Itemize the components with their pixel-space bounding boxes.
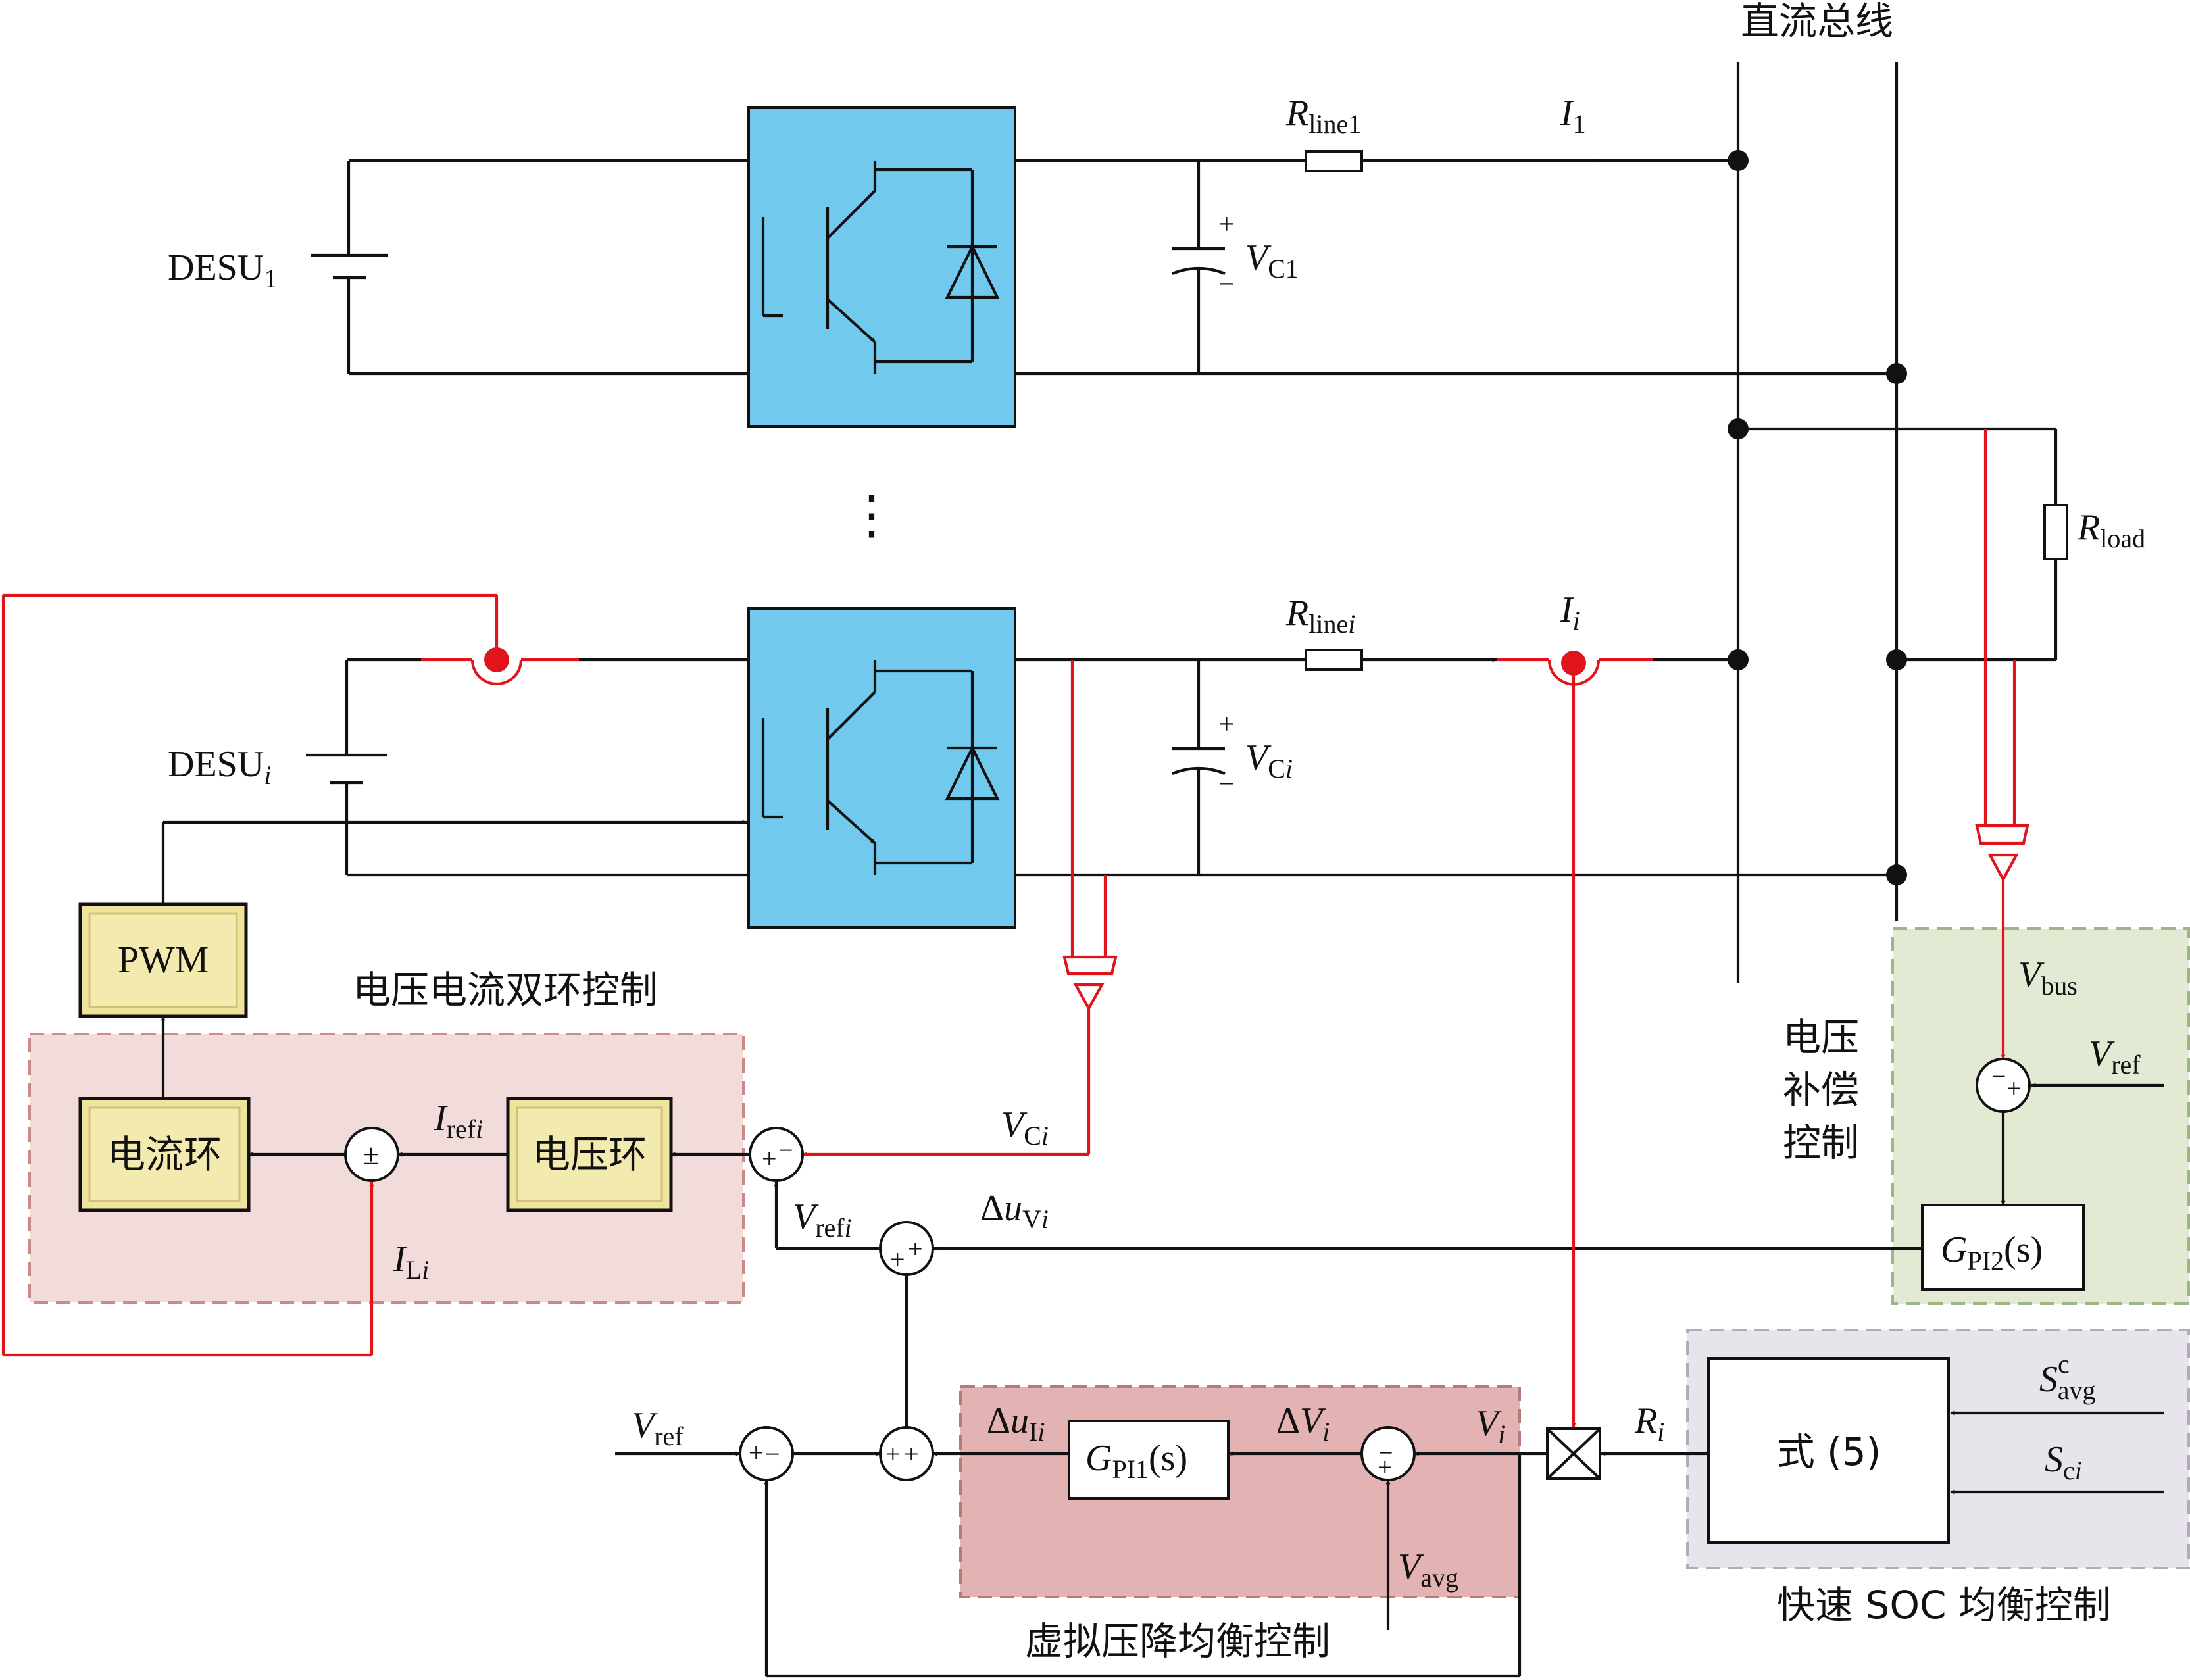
gpi1-label: GPI1(s)	[1085, 1438, 1187, 1484]
vbus-sensor	[1975, 429, 2029, 1060]
sum-mid-plus-a: +	[885, 1439, 901, 1469]
eq5-block	[1707, 1357, 1950, 1544]
sum-vrefi-plus-b: +	[908, 1234, 923, 1264]
capacitor-c1	[1172, 161, 1226, 374]
ellipsis: ⋮	[845, 487, 898, 545]
vavg-label: Vavg	[1398, 1546, 1458, 1593]
rline1-resistor	[1305, 150, 1363, 172]
region-virtual-drop	[959, 1385, 1521, 1598]
dual-loop-label: 电压电流双环控制	[353, 968, 658, 1012]
sum-voltage-plus: +	[762, 1144, 777, 1174]
current-loop-label: 电流环	[107, 1132, 222, 1177]
vref-right-label: Vref	[2089, 1033, 2141, 1079]
sum-voltage-minus: −	[778, 1135, 793, 1165]
sum-current-sign: ±	[363, 1139, 379, 1171]
eq5-label: 式 (5)	[1777, 1429, 1881, 1474]
c1-plus: +	[1218, 208, 1235, 240]
rload-label: Rload	[2077, 507, 2145, 553]
sum-left-minus: −	[765, 1439, 780, 1469]
sci-label: Sci	[2045, 1439, 2082, 1485]
vref-bottom-label: Vref	[632, 1405, 684, 1451]
desui-label: DESUi	[168, 744, 271, 790]
rload-resistor	[2043, 504, 2068, 560]
voltage-loop-bevel	[516, 1106, 663, 1202]
sum-mid-plus-b: +	[904, 1439, 919, 1469]
vc1-label: VC1	[1245, 237, 1299, 284]
sum-comp-plus: +	[2006, 1074, 2022, 1103]
c1-minus: −	[1218, 268, 1235, 300]
capacitor-ci	[1172, 660, 1226, 875]
i1-label: I1	[1560, 93, 1586, 139]
sum-comp-minus: −	[1991, 1062, 2006, 1091]
sum-dvi-plus: +	[1378, 1452, 1393, 1482]
node-bus-pos-1	[1728, 150, 1749, 171]
node-load-pos	[1728, 418, 1749, 439]
multiplier-cross-b	[1546, 1427, 1601, 1480]
duvi-label: ΔuVi	[980, 1188, 1049, 1234]
voltage-comp-label-1: 电压	[1783, 1015, 1859, 1060]
node-bus-pos-i	[1728, 649, 1749, 670]
duii-label: ΔuIi	[987, 1400, 1045, 1446]
dvi-label: ΔVi	[1276, 1400, 1330, 1446]
voltage-comp-label-3: 控制	[1783, 1120, 1859, 1165]
rlinei-resistor	[1305, 649, 1363, 671]
vbus-label: Vbus	[2018, 954, 2078, 1001]
node-bus-neg-i	[1886, 864, 1907, 885]
sum-dvi-minus: −	[1378, 1438, 1393, 1468]
ili-label: ILi	[393, 1239, 429, 1285]
current-sensor-arc	[470, 659, 523, 686]
sum-vrefi-plus-a: +	[890, 1245, 905, 1274]
gpi2-block	[1921, 1204, 2085, 1291]
voltage-loop-label: 电压环	[532, 1132, 647, 1177]
node-bus-neg-1	[1886, 363, 1907, 384]
gpi1-block	[1068, 1420, 1230, 1500]
virtual-drop-label: 虚拟压降均衡控制	[1025, 1619, 1330, 1664]
gpi2-label: GPI2(s)	[1941, 1229, 2043, 1275]
ci-minus: −	[1218, 768, 1235, 800]
fast-soc-label: 快速 SOC 均衡控制	[1777, 1583, 2111, 1627]
vi-label: Vi	[1476, 1403, 1505, 1449]
ii-sensor-dot	[1561, 651, 1586, 676]
vci-sensor	[802, 660, 1118, 1157]
pwm-label: PWM	[118, 938, 209, 981]
desu1-label: DESU1	[168, 247, 277, 293]
vrefi-label: Vrefi	[793, 1197, 852, 1243]
current-loop-bevel	[88, 1106, 241, 1202]
irefi-label: Irefi	[434, 1098, 483, 1144]
node-load-neg	[1886, 649, 1907, 670]
dc-bus-label: 直流总线	[1741, 0, 1893, 43]
rlinei-label: Rlinei	[1285, 593, 1355, 639]
rline1-label: Rline1	[1285, 93, 1361, 139]
converter-1	[747, 106, 1016, 428]
pwm-bevel	[88, 912, 238, 1008]
ri-label: Ri	[1634, 1400, 1664, 1446]
vci-cap-label: VCi	[1245, 737, 1293, 783]
sum-vrefi	[879, 1221, 934, 1276]
sum-left-plus: +	[749, 1438, 764, 1468]
vci-signal-label: VCi	[1001, 1104, 1049, 1150]
ii-label: Ii	[1560, 589, 1580, 635]
converter-i	[747, 607, 1016, 929]
voltage-comp-label-2: 补偿	[1783, 1068, 1859, 1112]
ci-plus: +	[1218, 708, 1235, 740]
